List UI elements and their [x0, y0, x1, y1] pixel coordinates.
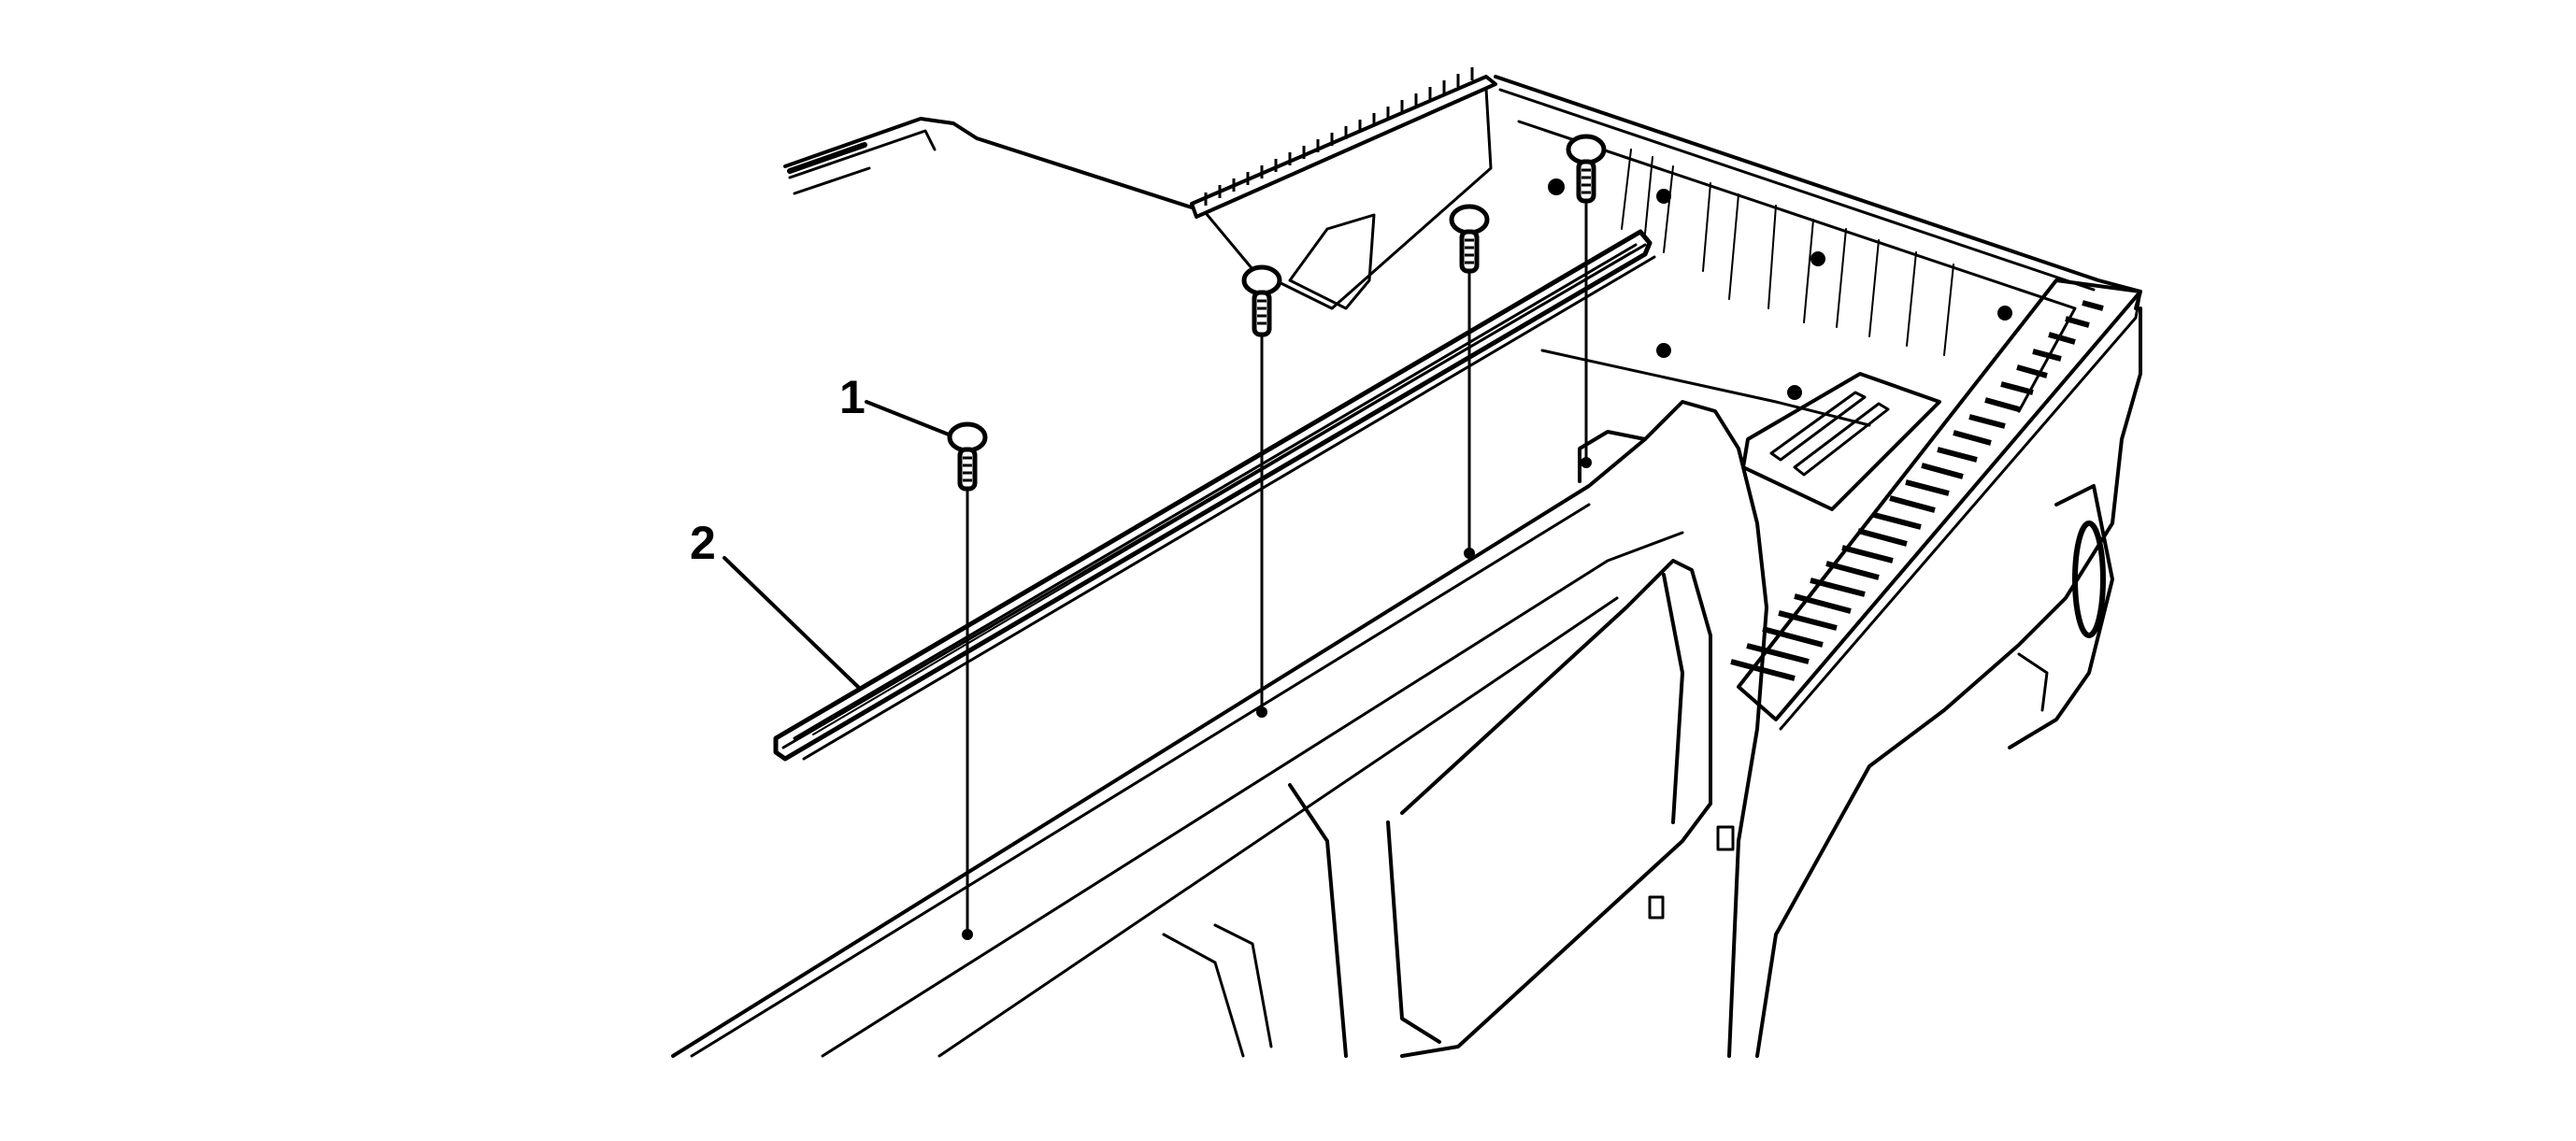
bed-near-side [671, 400, 1768, 1058]
callout-1-leader [865, 400, 951, 436]
callout-1: 1 [839, 371, 866, 423]
callout-2-leader [723, 556, 860, 689]
screw-1 [947, 421, 988, 940]
cab-door-window [1162, 559, 1735, 1058]
tailgate-cap [1737, 278, 2142, 731]
screw-4 [1566, 134, 1607, 468]
bed-rail [773, 229, 1656, 762]
bed-outer-body [1755, 307, 2142, 1058]
cab-roof [783, 117, 1194, 209]
bed-front-wall [1190, 75, 1497, 310]
ribbed-cap-front [1204, 67, 1474, 206]
ribbed-cap-rear [1730, 300, 2104, 681]
bed-floor [1540, 349, 1941, 511]
screw-3 [1449, 204, 1490, 559]
screw-2 [1241, 264, 1282, 718]
callout-2: 2 [690, 517, 716, 569]
